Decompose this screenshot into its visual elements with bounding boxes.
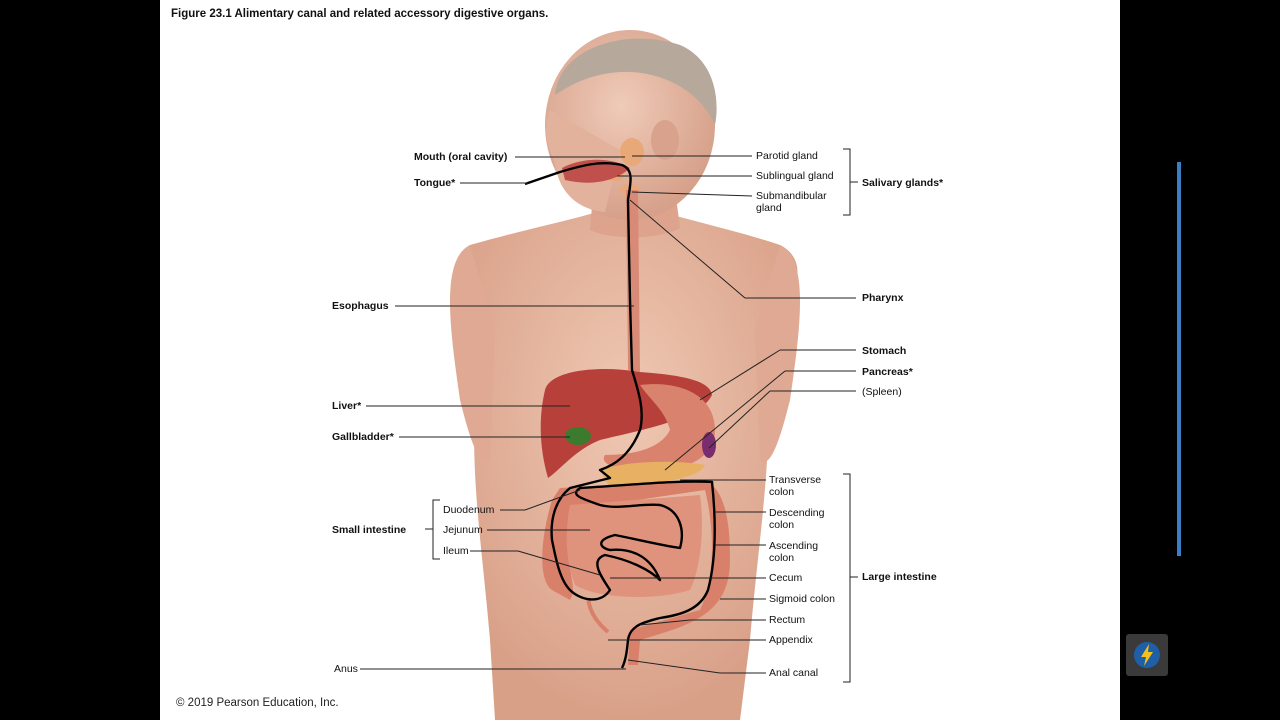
left-arm bbox=[450, 245, 495, 462]
stomach-shape bbox=[603, 384, 715, 472]
slide: Figure 23.1 Alimentary canal and related… bbox=[160, 0, 1120, 720]
pancreas-shape bbox=[600, 461, 705, 488]
label-mouth: Mouth (oral cavity) bbox=[414, 151, 508, 163]
large-intestine-bracket bbox=[843, 473, 858, 683]
appendix-shape bbox=[586, 597, 610, 634]
oral-cavity bbox=[562, 159, 630, 183]
corner-badge[interactable] bbox=[1126, 634, 1168, 676]
label-rectum: Rectum bbox=[769, 614, 806, 626]
label-parotid-gland: Parotid gland bbox=[756, 150, 818, 162]
copyright: © 2019 Pearson Education, Inc. bbox=[176, 697, 339, 709]
gallbladder-shape bbox=[565, 427, 591, 445]
label-pancreas: Pancreas* bbox=[862, 366, 913, 378]
annotation-scribble bbox=[524, 161, 716, 669]
label-sigmoid-colon: Sigmoid colon bbox=[769, 593, 835, 605]
salivary-bracket bbox=[843, 148, 858, 216]
ear bbox=[651, 120, 679, 160]
parotid-gland-shape bbox=[620, 138, 644, 166]
lightning-logo-icon bbox=[1134, 642, 1160, 668]
label-sublingual-gland: Sublingual gland bbox=[756, 170, 834, 182]
label-ileum: Ileum bbox=[443, 545, 469, 557]
spleen-shape bbox=[702, 432, 716, 458]
label-cecum: Cecum bbox=[769, 572, 803, 584]
anatomy-illustration bbox=[360, 30, 858, 720]
label-transverse-colon: Transverse colon bbox=[769, 474, 822, 498]
label-liver: Liver* bbox=[332, 400, 362, 412]
label-large-intestine: Large intestine bbox=[862, 571, 937, 583]
label-small-intestine: Small intestine bbox=[332, 524, 407, 536]
right-arm bbox=[755, 245, 800, 462]
small-intestine-bracket bbox=[425, 499, 440, 560]
label-descending-colon: Descending colon bbox=[769, 507, 825, 531]
scrollbar[interactable] bbox=[1177, 162, 1181, 556]
label-pharynx: Pharynx bbox=[862, 292, 904, 304]
leader-lines bbox=[360, 155, 856, 674]
label-stomach: Stomach bbox=[862, 345, 907, 357]
label-anal-canal: Anal canal bbox=[769, 667, 819, 679]
label-anus: Anus bbox=[334, 663, 358, 675]
label-submandibular-gland: Submandibular gland bbox=[756, 190, 827, 214]
label-appendix: Appendix bbox=[769, 634, 813, 646]
label-salivary-glands: Salivary glands* bbox=[862, 177, 944, 189]
small-intestine-shape bbox=[566, 495, 702, 597]
label-duodenum: Duodenum bbox=[443, 504, 495, 516]
label-ascending-colon: Ascending colon bbox=[769, 540, 819, 564]
figure-title: Figure 23.1 Alimentary canal and related… bbox=[171, 8, 549, 20]
label-jejunum: Jejunum bbox=[443, 524, 483, 536]
label-esophagus: Esophagus bbox=[332, 300, 389, 312]
hair bbox=[555, 38, 717, 125]
label-spleen: (Spleen) bbox=[862, 386, 902, 398]
label-gallbladder: Gallbladder* bbox=[332, 431, 394, 443]
label-tongue: Tongue* bbox=[414, 177, 456, 189]
large-intestine-shape bbox=[542, 480, 730, 665]
